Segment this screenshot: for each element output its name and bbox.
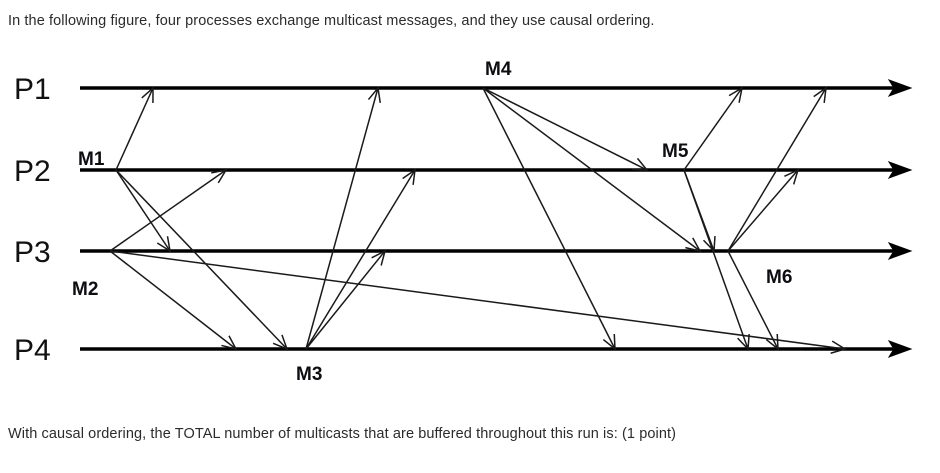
message-arrow-m1-to-p4: [115, 169, 288, 350]
process-label-p4: P4: [14, 334, 51, 367]
arrowhead-m5-to-p3: [702, 235, 716, 253]
arrowhead-m5-to-p1: [728, 86, 744, 103]
intro-paragraph: In the following figure, four processes …: [8, 13, 655, 29]
arrowhead-m6-to-p4: [765, 333, 779, 351]
message-label-m6: M6: [766, 267, 792, 288]
arrowhead-m2-to-p4: [830, 340, 847, 354]
timeline-arrowhead-p4: [887, 340, 913, 358]
timeline-arrowhead-p3: [887, 242, 913, 260]
message-label-m3: M3: [296, 364, 322, 385]
message-arrow-m5-to-p4: [683, 169, 749, 350]
arrowhead-m6-to-p1: [813, 86, 827, 103]
message-arrow-m1-to-p1: [115, 87, 154, 171]
arrowhead-m6-to-p2: [784, 168, 800, 185]
process-timelines-group: [80, 79, 913, 358]
message-label-m2: M2: [72, 279, 98, 300]
arrowhead-m4-to-p4: [602, 333, 616, 351]
message-label-m4: M4: [485, 59, 512, 80]
arrowhead-m3-to-p3: [371, 249, 387, 266]
message-arrow-m4-to-p4: [482, 87, 616, 350]
arrowhead-m5-to-p4: [737, 333, 750, 351]
message-label-m5: M5: [662, 141, 689, 162]
arrowhead-m3-to-p2: [402, 168, 416, 185]
arrowhead-m2-to-p2: [211, 168, 228, 184]
message-arrow-m5-to-p1: [683, 87, 743, 171]
message-arrow-m6-to-p4: [727, 250, 779, 350]
arrowhead-m4-to-p2: [631, 157, 649, 171]
message-arrow-m3-to-p3: [305, 250, 386, 350]
message-arrow-m6-to-p1: [727, 87, 827, 252]
message-arrow-m1-to-p3: [115, 169, 171, 252]
arrowhead-m4-to-p3: [685, 237, 702, 253]
message-arrow-m2-to-p4: [109, 250, 846, 350]
question-paragraph: With causal ordering, the TOTAL number o…: [8, 426, 677, 442]
message-arrow-m6-to-p2: [727, 169, 799, 252]
message-arrow-m4-to-p2: [482, 87, 648, 171]
arrowhead-m2-to-p4: [221, 335, 238, 351]
message-arrow-m2-to-p4: [109, 250, 237, 350]
message-arrow-m3-to-p2: [305, 169, 416, 350]
message-arrows-group: [109, 86, 847, 354]
arrowhead-m1-to-p3: [156, 236, 172, 253]
arrowhead-m3-to-p1: [367, 86, 381, 103]
process-label-p1: P1: [14, 73, 51, 106]
process-label-p3: P3: [14, 236, 51, 269]
arrowhead-m1-to-p1: [141, 86, 154, 104]
timeline-arrowhead-p1: [887, 79, 913, 97]
message-arrow-m3-to-p1: [305, 87, 379, 350]
timeline-arrowhead-p2: [887, 161, 913, 179]
message-arrow-m4-to-p3: [482, 87, 701, 252]
process-label-p2: P2: [14, 155, 51, 188]
message-label-m1: M1: [78, 149, 105, 170]
message-arrow-m2-to-p2: [109, 169, 227, 252]
arrowhead-m1-to-p4: [272, 334, 289, 351]
